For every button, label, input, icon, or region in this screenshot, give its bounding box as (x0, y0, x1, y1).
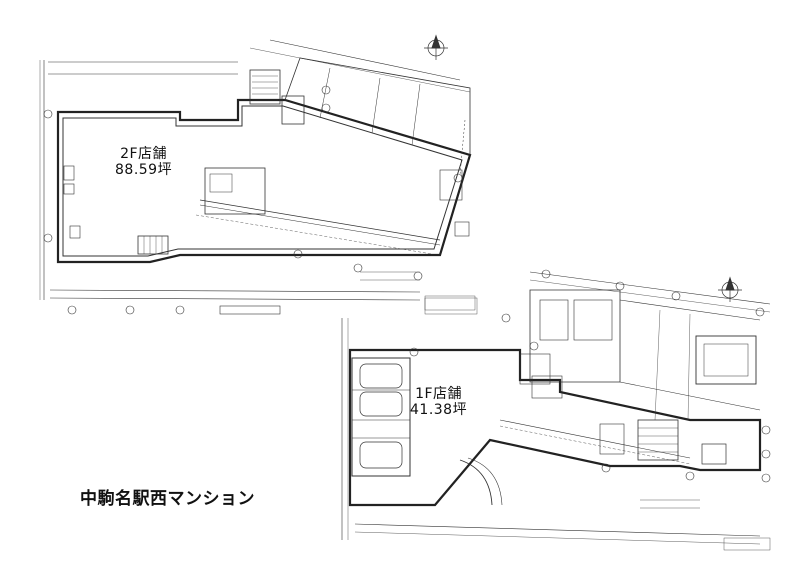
floor-1-label: 1F店舗 41.38坪 (410, 386, 467, 418)
floor-plan-1f (341, 269, 771, 551)
floor-2-label: 2F店舗 88.59坪 (115, 146, 172, 178)
floor-2-title: 2F店舗 (120, 146, 168, 162)
floor-2-area: 88.59坪 (115, 162, 173, 179)
north-arrow-icon (718, 276, 742, 302)
north-arrow-icon (424, 34, 448, 60)
floor-1-title: 1F店舗 (415, 386, 463, 402)
building-name: 中駒名駅西マンション (80, 489, 255, 509)
floor-plan-2f (39, 39, 476, 315)
floor-1-area: 41.38坪 (410, 402, 468, 419)
